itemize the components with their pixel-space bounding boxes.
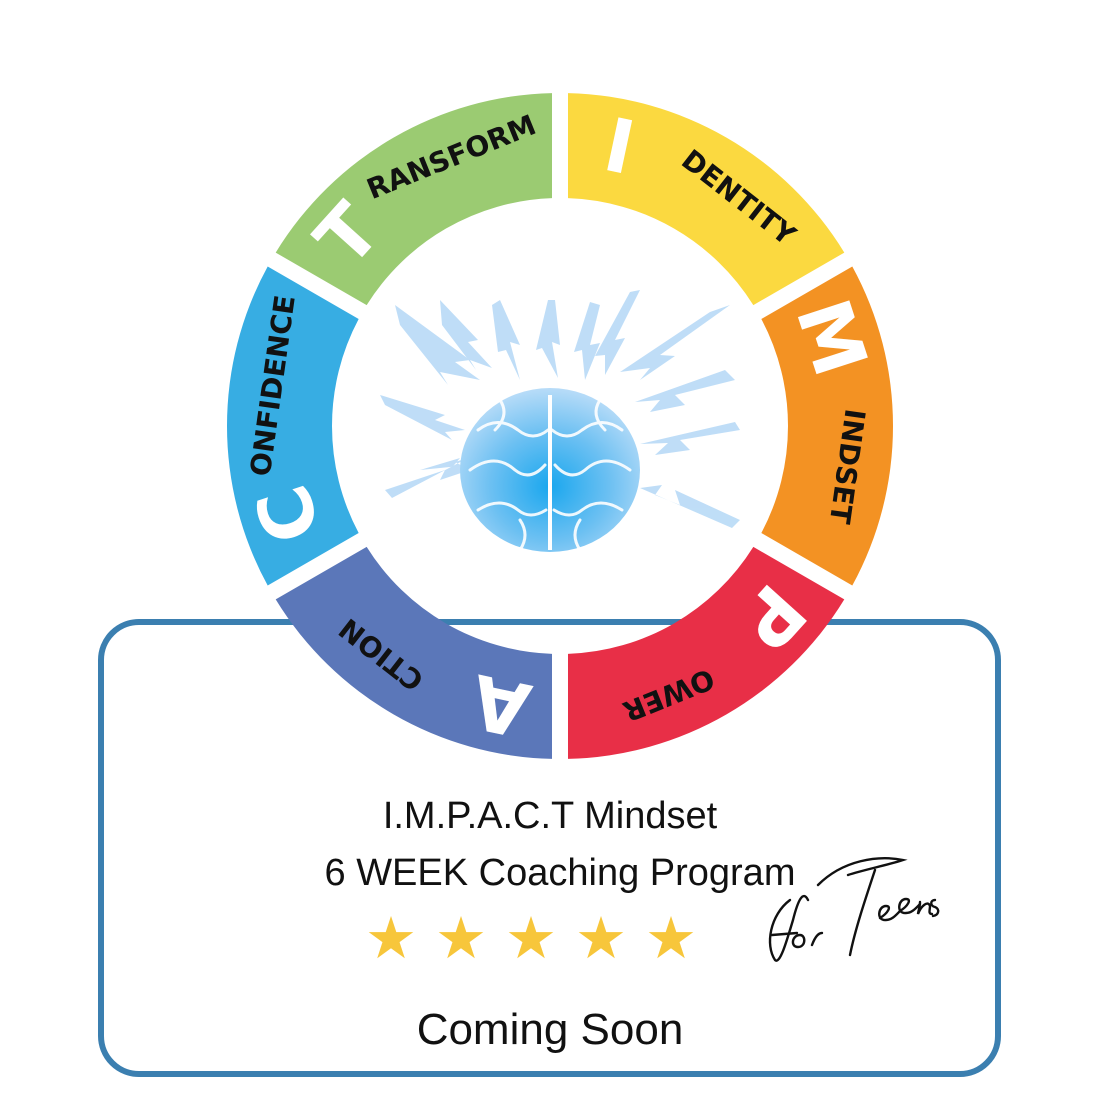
wheel-segment-identity: [567, 93, 845, 306]
wheel-segment-transform: [275, 93, 553, 306]
card-box: [98, 619, 1001, 1077]
for-teens-script: [768, 857, 940, 962]
star-icon: ★: [365, 904, 417, 972]
program-subtitle: 6 WEEK Coaching Program: [324, 852, 796, 894]
star-icon: ★: [435, 904, 487, 972]
brain-icon: [380, 290, 740, 552]
program-title: I.M.P.A.C.T Mindset: [382, 795, 718, 837]
wheel-segment-action: [275, 546, 553, 759]
wheel-segment-mindset: [761, 266, 893, 586]
star-icon: ★: [575, 904, 627, 972]
star-icon: ★: [645, 904, 697, 972]
wheel-segment-power: [567, 546, 845, 759]
star-icon: ★: [505, 904, 557, 972]
rating-stars: ★ ★ ★ ★ ★: [365, 908, 735, 968]
wheel-segment-confidence: [226, 266, 359, 586]
coming-soon-label: Coming Soon: [416, 1005, 684, 1054]
